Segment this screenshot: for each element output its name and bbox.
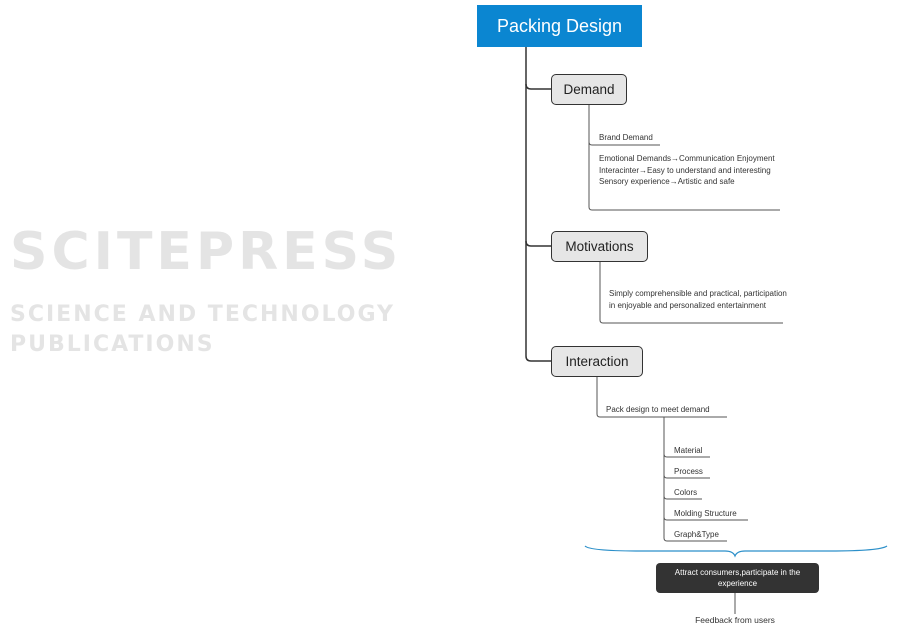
leaf-colors[interactable]: Colors xyxy=(674,488,698,497)
leaf-material[interactable]: Material xyxy=(674,446,703,455)
watermark-subtitle: SCIENCE AND TECHNOLOGY PUBLICATIONS xyxy=(10,302,395,357)
leaf-emotional-demands[interactable]: Emotional Demands→Communication Enjoymen… xyxy=(599,154,775,186)
leaf-graph-type[interactable]: Graph&Type xyxy=(674,530,719,539)
leaf-molding-structure[interactable]: Molding Structure xyxy=(674,509,737,518)
feedback-node[interactable]: Feedback from users xyxy=(695,615,775,625)
summary-brace xyxy=(584,545,888,558)
summary-label: Attract consumers,participate in the exp… xyxy=(674,568,801,588)
watermark-title: SCITEPRESS xyxy=(10,222,403,282)
root-node[interactable]: Packing Design xyxy=(477,5,642,47)
topic-motivations[interactable]: Motivations xyxy=(551,231,648,262)
leaf-brand-demand[interactable]: Brand Demand xyxy=(599,133,653,142)
leaf-process[interactable]: Process xyxy=(674,467,703,476)
leaf-motivations[interactable]: Simply comprehensible and practical, par… xyxy=(609,289,787,310)
summary-node[interactable]: Attract consumers,participate in the exp… xyxy=(656,563,819,593)
leaf-pack-design[interactable]: Pack design to meet demand xyxy=(606,405,710,414)
topic-interaction[interactable]: Interaction xyxy=(551,346,643,377)
topic-demand[interactable]: Demand xyxy=(551,74,627,105)
